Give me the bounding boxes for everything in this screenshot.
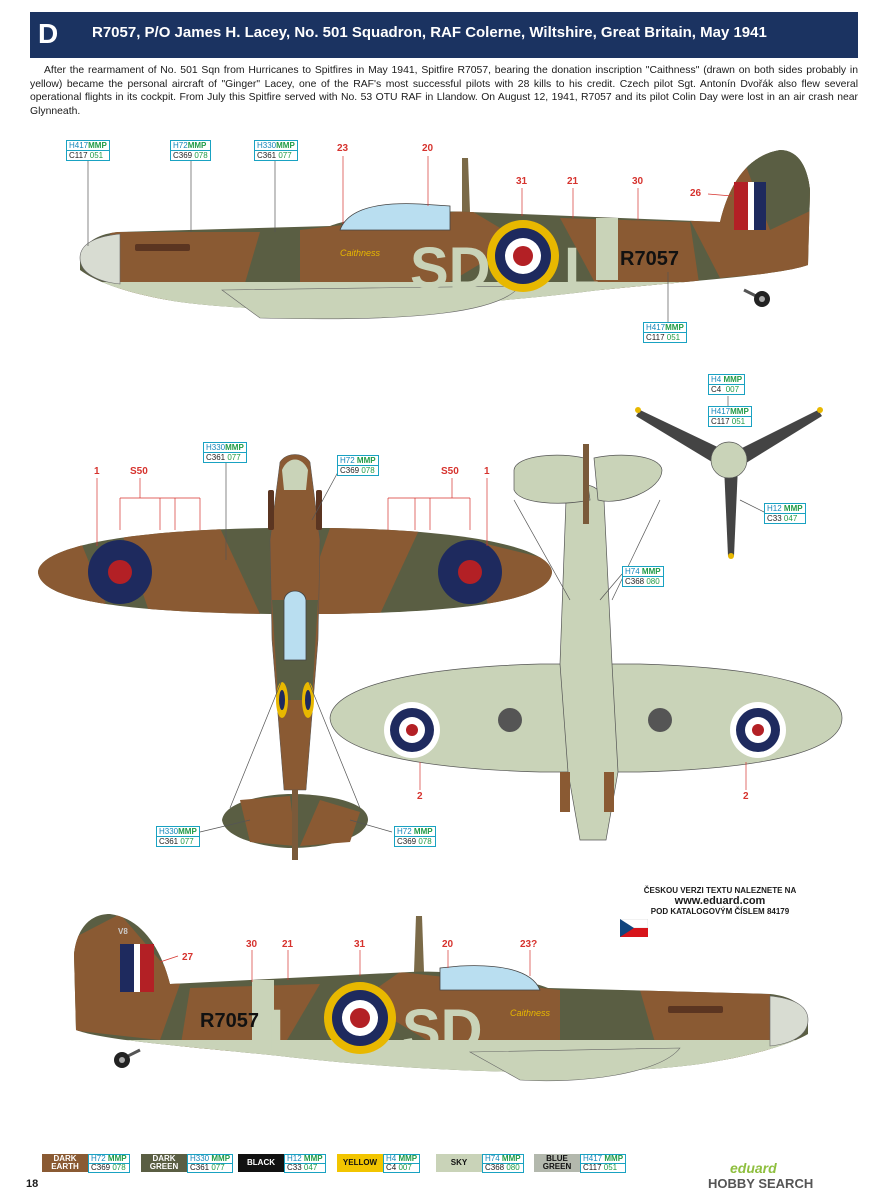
swatch-mmp-number: 080 <box>506 1163 520 1172</box>
side2-serial: R7057 <box>200 1010 259 1032</box>
color-swatch-name: DARK EARTH <box>42 1154 88 1172</box>
swatch-c-code: C33 <box>287 1163 302 1172</box>
side-donation: Caithness <box>340 248 381 258</box>
swatch-c-code: C4 <box>386 1163 397 1172</box>
code-box-h72-top: H72MMP C369 078 <box>170 140 211 161</box>
swatch-mmp: MMP <box>604 1154 624 1163</box>
swatch-mmp-number: 078 <box>112 1163 126 1172</box>
swatch-mmp: MMP <box>398 1154 418 1163</box>
stencil-20-bottom: 20 <box>442 939 454 950</box>
code-box-h72-tail: H72 MMP C369 078 <box>394 826 436 847</box>
fin-code: V8 <box>118 927 128 936</box>
swatch-mmp: MMP <box>107 1154 127 1163</box>
code-box-h72-wing: H72 MMP C369 078 <box>337 455 379 476</box>
stencil-23q: 23? <box>520 939 538 950</box>
eduard-logo: eduard <box>730 1160 777 1176</box>
stencil-s50-left: S50 <box>130 466 148 477</box>
color-swatch-name: SKY <box>436 1154 482 1172</box>
profile-title: R7057, P/O James H. Lacey, No. 501 Squad… <box>92 24 767 41</box>
left-profile: SD L R7057 Caithness <box>79 150 810 320</box>
swatch-mmp: MMP <box>303 1154 323 1163</box>
stencil-30-bottom: 30 <box>246 939 258 950</box>
stencil-31: 31 <box>516 176 528 187</box>
code-box-h74: H74 MMP C368 080 <box>622 566 664 587</box>
czech-flag-icon <box>620 919 648 937</box>
color-swatch-name: BLUE GREEN <box>534 1154 580 1172</box>
code-box-h330-top: H330MMP C361 077 <box>254 140 298 161</box>
stencil-1-right: 1 <box>484 466 490 477</box>
swatch-h-code: H74 <box>485 1154 500 1163</box>
top-view <box>38 454 552 860</box>
profile-header: D R7057, P/O James H. Lacey, No. 501 Squ… <box>30 12 858 58</box>
side2-donation: Caithness <box>510 1008 551 1018</box>
czech-note: ČESKOU VERZI TEXTU NALEZNETE NA www.edua… <box>600 886 840 937</box>
swatch-mmp-number: 047 <box>303 1163 318 1172</box>
swatch-h-code: H4 <box>386 1154 397 1163</box>
code-box-h12: H12 MMP C33 047 <box>764 503 806 524</box>
swatch-mmp-number: 007 <box>398 1163 412 1172</box>
stencil-27: 27 <box>182 952 194 963</box>
code-box-h417-prop: H417MMP C117 051 <box>708 406 752 427</box>
code-box-h330-wing: H330MMP C361 077 <box>203 442 247 463</box>
stencil-30: 30 <box>632 176 644 187</box>
code-box-h417-under: H417MMP C117 051 <box>643 322 687 343</box>
swatch-h-code: H72 <box>91 1154 106 1163</box>
swatch-h-code: H12 <box>287 1154 302 1163</box>
stencil-2-right: 2 <box>743 791 749 802</box>
swatch-h-code: H330 <box>190 1154 210 1163</box>
swatch-c-code: C369 <box>91 1163 111 1172</box>
side2-code-right: SD <box>402 998 483 1063</box>
stencil-21: 21 <box>567 176 579 187</box>
color-swatch-name: YELLOW <box>337 1154 383 1172</box>
hobby-search-watermark: HOBBY SEARCH <box>708 1176 814 1191</box>
bottom-view <box>329 444 843 841</box>
side-serial: R7057 <box>620 248 679 270</box>
propeller-view <box>635 407 823 559</box>
color-swatch-name: DARK GREEN <box>141 1154 187 1172</box>
swatch-mmp: MMP <box>211 1154 231 1163</box>
stencil-1-left: 1 <box>94 466 100 477</box>
stencil-21-bottom: 21 <box>282 939 294 950</box>
swatch-mmp: MMP <box>501 1154 521 1163</box>
stencil-2-left: 2 <box>417 791 423 802</box>
side-code-right: L <box>564 236 599 301</box>
czech-url[interactable]: www.eduard.com <box>674 895 766 907</box>
stencil-26: 26 <box>690 188 702 199</box>
side-code-left: SD <box>410 236 491 301</box>
stencil-31-bottom: 31 <box>354 939 366 950</box>
swatch-mmp-number: 051 <box>603 1163 618 1172</box>
stencil-23: 23 <box>337 143 349 154</box>
code-box-h330-tail: H330MMP C361 077 <box>156 826 200 847</box>
code-box-h417-top: H417MMP C117 051 <box>66 140 110 161</box>
swatch-h-code: H417 <box>583 1154 603 1163</box>
profile-letter: D <box>38 18 59 49</box>
swatch-c-code: C361 <box>190 1163 210 1172</box>
swatch-c-code: C368 <box>485 1163 505 1172</box>
czech-line2: POD KATALOGOVÝM ČÍSLEM 84179 <box>650 907 790 916</box>
side2-code-left: L <box>268 998 303 1063</box>
stencil-20: 20 <box>422 143 434 154</box>
stencil-s50-right: S50 <box>441 466 459 477</box>
color-swatch-name: BLACK <box>238 1154 284 1172</box>
swatch-c-code: C117 <box>583 1163 602 1172</box>
page-number: 18 <box>26 1178 39 1190</box>
code-box-h4: H4 MMP C4 007 <box>707 374 746 395</box>
swatch-mmp-number: 077 <box>211 1163 225 1172</box>
czech-line1: ČESKOU VERZI TEXTU NALEZNETE NA <box>643 886 797 895</box>
intro-text: After the rearmament of No. 501 Sqn from… <box>30 65 858 117</box>
